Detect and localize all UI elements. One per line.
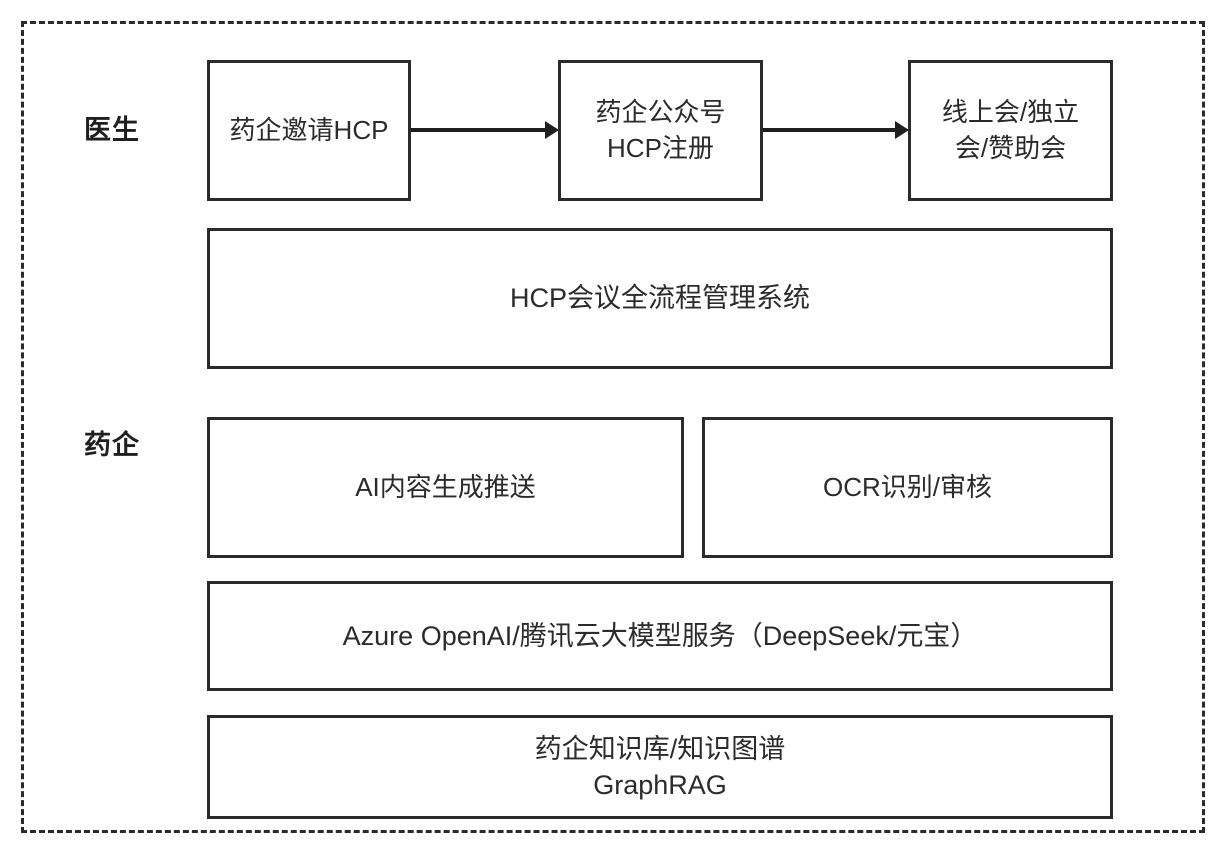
node-label: 药企公众号 HCP注册 xyxy=(595,97,726,163)
node-ocr-recognition-review[interactable]: OCR识别/审核 xyxy=(702,417,1113,558)
node-label: HCP会议全流程管理系统 xyxy=(509,283,810,314)
node-label: AI内容生成推送 xyxy=(355,471,536,502)
node-hcp-meeting-management-system[interactable]: HCP会议全流程管理系统 xyxy=(207,228,1113,369)
node-knowledge-base-graphrag[interactable]: 药企知识库/知识图谱 GraphRAG xyxy=(207,715,1113,819)
node-label: 药企邀请HCP xyxy=(229,114,389,145)
connector-arrow-registration-to-meeting xyxy=(763,120,909,140)
node-label: Azure OpenAI/腾讯云大模型服务（DeepSeek/元宝） xyxy=(342,620,978,651)
node-label: 药企知识库/知识图谱 GraphRAG xyxy=(534,733,786,800)
node-online-independent-sponsored-meeting[interactable]: 线上会/独立 会/赞助会 xyxy=(908,60,1113,201)
node-ai-content-generation-push[interactable]: AI内容生成推送 xyxy=(207,417,684,558)
node-pharma-invites-hcp[interactable]: 药企邀请HCP xyxy=(207,60,411,201)
connector-arrow-invite-to-registration xyxy=(411,120,559,140)
node-label: 线上会/独立 会/赞助会 xyxy=(941,97,1080,163)
swimlane-label-doctor: 医生 xyxy=(84,115,140,145)
node-pharma-wechat-hcp-registration[interactable]: 药企公众号 HCP注册 xyxy=(558,60,763,201)
node-label: OCR识别/审核 xyxy=(822,471,992,502)
swimlane-label-pharma: 药企 xyxy=(84,430,140,460)
diagram-outer-frame xyxy=(21,21,1205,833)
node-llm-service-layer[interactable]: Azure OpenAI/腾讯云大模型服务（DeepSeek/元宝） xyxy=(207,581,1113,691)
